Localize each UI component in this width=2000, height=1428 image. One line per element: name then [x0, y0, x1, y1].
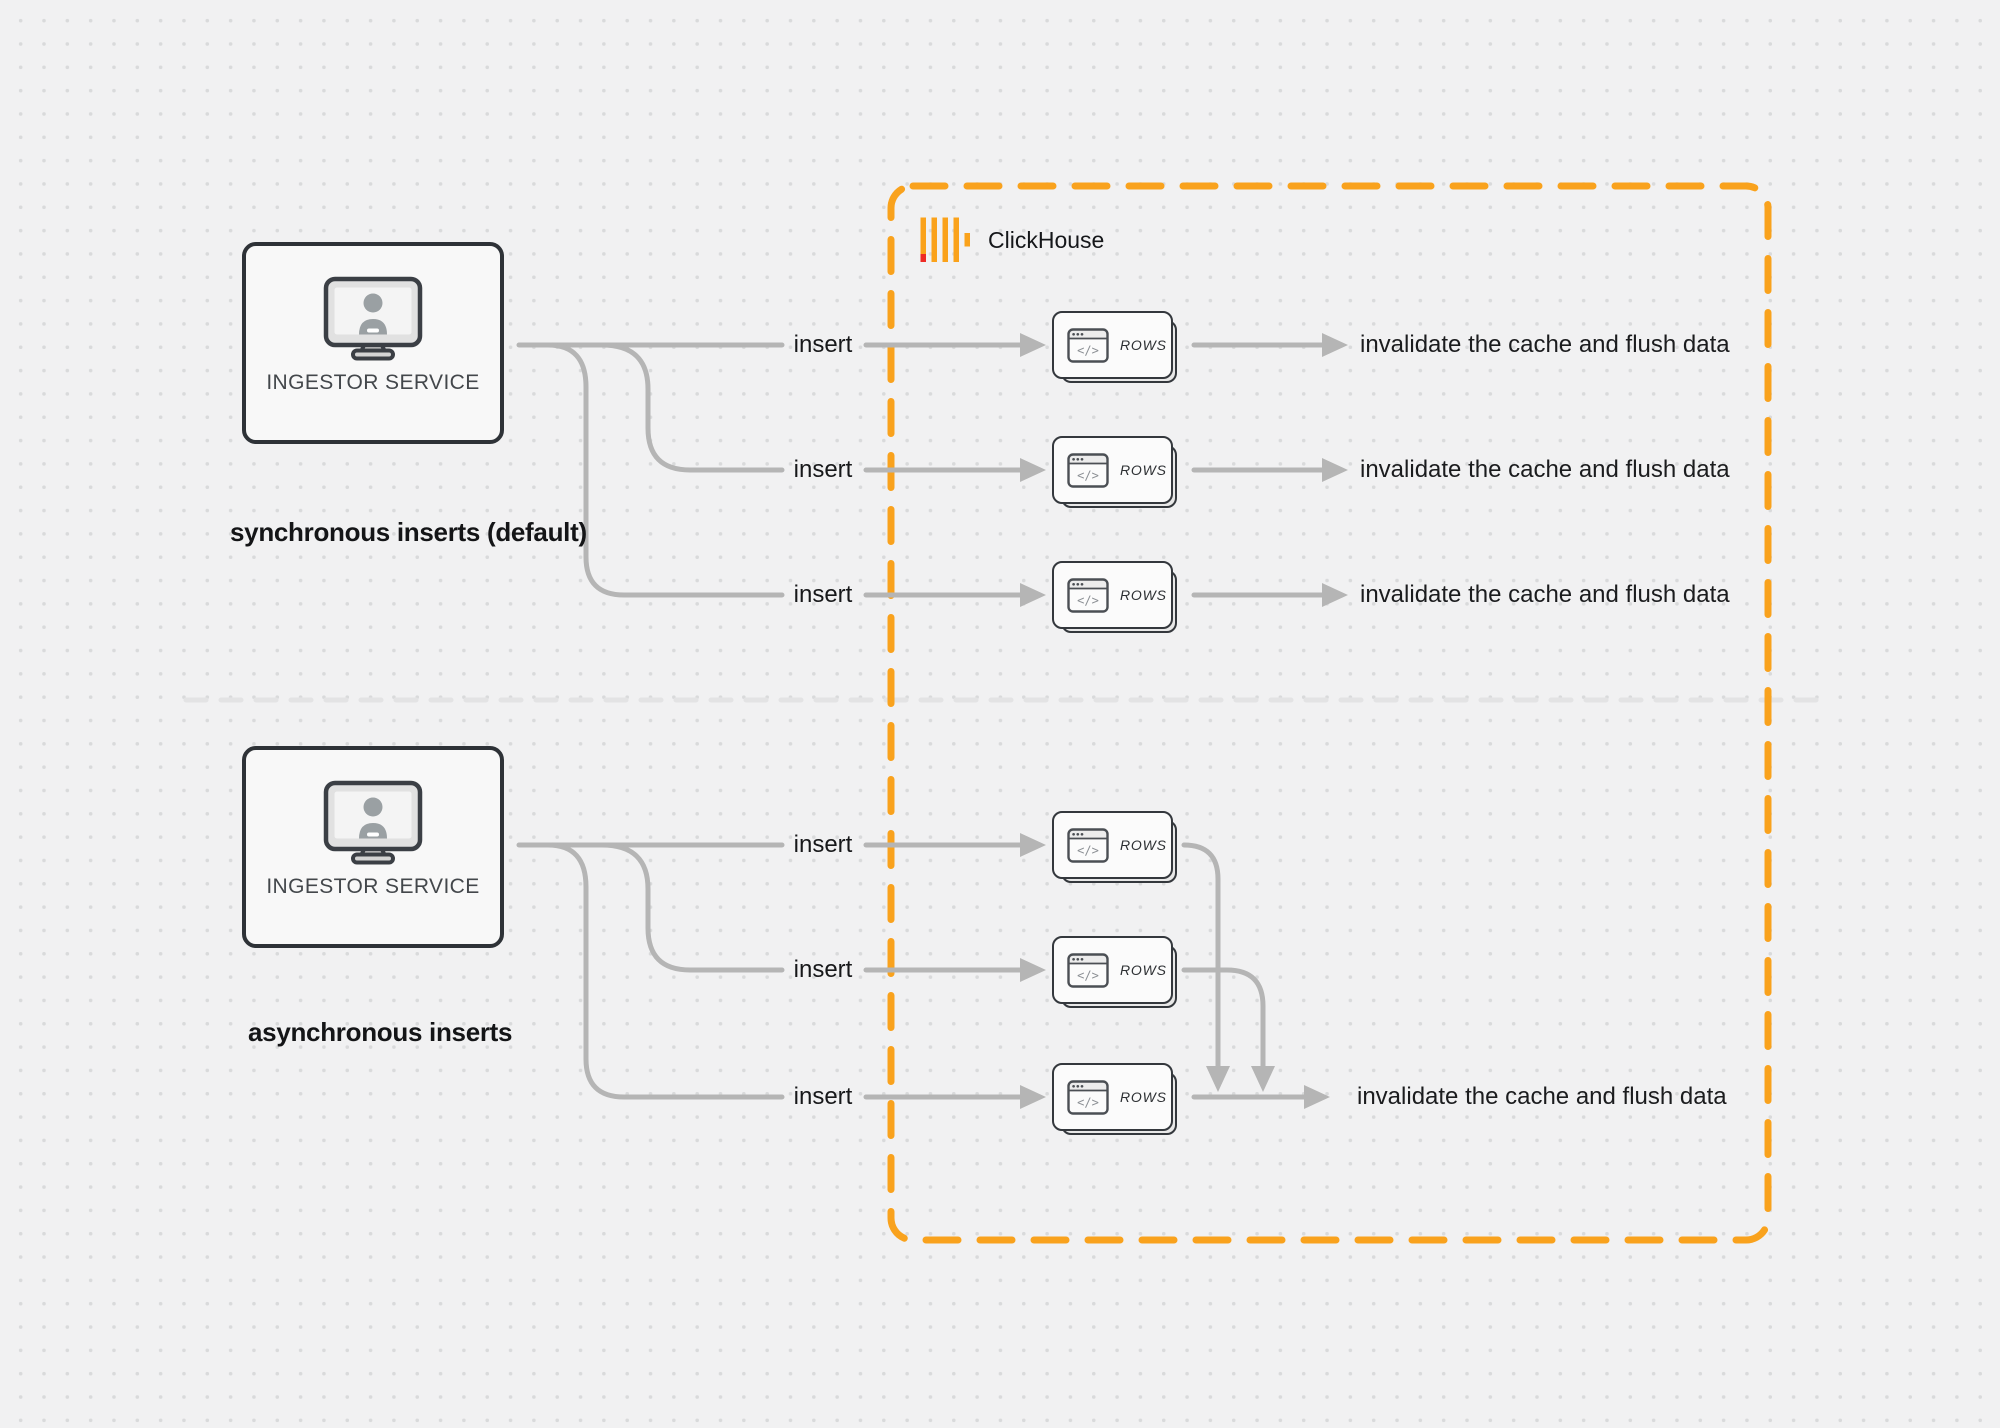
clickhouse-bars-icon	[920, 217, 970, 262]
clickhouse-logo: ClickHouse	[920, 216, 1104, 264]
async-merge-2-line	[1181, 967, 1266, 1069]
arrowhead-icon	[1322, 583, 1348, 607]
insert-label-sync-1: insert	[793, 331, 853, 358]
ingestor-service-box-sync: INGESTOR SERVICE	[242, 242, 504, 444]
invalidate-label-sync-3: invalidate the cache and flush data	[1360, 581, 1730, 608]
code-window-icon: </>	[1067, 1079, 1109, 1115]
arrowhead-icon	[1020, 333, 1046, 357]
sync-section-caption: synchronous inserts (default)	[230, 517, 587, 547]
sync-branch-3-line	[545, 342, 785, 598]
rows-label: ROWS	[1120, 337, 1167, 353]
arrowhead-icon	[1020, 958, 1046, 982]
rows-card-sync-2: </> ROWS	[1052, 436, 1177, 508]
rows-card-front: </> ROWS	[1052, 811, 1173, 879]
sync-arrowheads	[1020, 333, 1348, 607]
arrowhead-icon	[1020, 1085, 1046, 1109]
rows-label: ROWS	[1120, 962, 1167, 978]
ingestor-service-label: INGESTOR SERVICE	[266, 371, 480, 394]
sync-connectors	[516, 342, 1325, 598]
ingestor-service-label: INGESTOR SERVICE	[266, 875, 480, 898]
rows-card-front: </> ROWS	[1052, 936, 1173, 1004]
arrowhead-down-icon	[1251, 1066, 1275, 1092]
async-section-caption: asynchronous inserts	[248, 1017, 513, 1047]
async-connectors	[516, 842, 1307, 1100]
arrowhead-icon	[1304, 1085, 1330, 1109]
sync-branch-2-line	[599, 342, 785, 473]
code-window-icon: </>	[1067, 577, 1109, 613]
code-glyph: </>	[1077, 593, 1099, 607]
code-window-icon: </>	[1067, 327, 1109, 363]
code-glyph: </>	[1077, 468, 1099, 482]
rows-card-front: </> ROWS	[1052, 311, 1173, 379]
monitor-user-icon	[323, 276, 423, 361]
clickhouse-label: ClickHouse	[988, 226, 1105, 253]
invalidate-label-async: invalidate the cache and flush data	[1357, 1083, 1727, 1110]
rows-card-sync-1: </> ROWS	[1052, 311, 1177, 383]
rows-label: ROWS	[1120, 1089, 1167, 1105]
rows-card-front: </> ROWS	[1052, 561, 1173, 629]
arrowhead-down-icon	[1206, 1066, 1230, 1092]
async-branch-3-line	[545, 842, 785, 1100]
insert-label-sync-3: insert	[793, 581, 853, 608]
ingestor-service-box-async: INGESTOR SERVICE	[242, 746, 504, 948]
rows-card-async-1: </> ROWS	[1052, 811, 1177, 883]
code-glyph: </>	[1077, 1095, 1099, 1109]
rows-label: ROWS	[1120, 462, 1167, 478]
insert-label-async-3: insert	[793, 1083, 853, 1110]
monitor-user-icon	[323, 780, 423, 865]
code-window-icon: </>	[1067, 827, 1109, 863]
code-glyph: </>	[1077, 343, 1099, 357]
rows-card-front: </> ROWS	[1052, 436, 1173, 504]
rows-label: ROWS	[1120, 587, 1167, 603]
rows-card-front: </> ROWS	[1052, 1063, 1173, 1131]
clickhouse-boundary-box	[887, 182, 1772, 1244]
rows-card-async-3: </> ROWS	[1052, 1063, 1177, 1135]
invalidate-label-sync-1: invalidate the cache and flush data	[1360, 331, 1730, 358]
rows-card-async-2: </> ROWS	[1052, 936, 1177, 1008]
arrowhead-icon	[1020, 583, 1046, 607]
async-arrowheads	[1020, 833, 1330, 1109]
code-glyph: </>	[1077, 843, 1099, 857]
rows-card-sync-3: </> ROWS	[1052, 561, 1177, 633]
insert-label-async-2: insert	[793, 956, 853, 983]
code-glyph: </>	[1077, 968, 1099, 982]
arrowhead-icon	[1322, 333, 1348, 357]
async-merge-1-line	[1181, 842, 1221, 1069]
arrowhead-icon	[1322, 458, 1348, 482]
arrowhead-icon	[1020, 458, 1046, 482]
invalidate-label-sync-2: invalidate the cache and flush data	[1360, 456, 1730, 483]
rows-label: ROWS	[1120, 837, 1167, 853]
code-window-icon: </>	[1067, 952, 1109, 988]
arrowhead-icon	[1020, 833, 1046, 857]
code-window-icon: </>	[1067, 452, 1109, 488]
insert-label-async-1: insert	[793, 831, 853, 858]
insert-label-sync-2: insert	[793, 456, 853, 483]
async-branch-2-line	[599, 842, 785, 973]
